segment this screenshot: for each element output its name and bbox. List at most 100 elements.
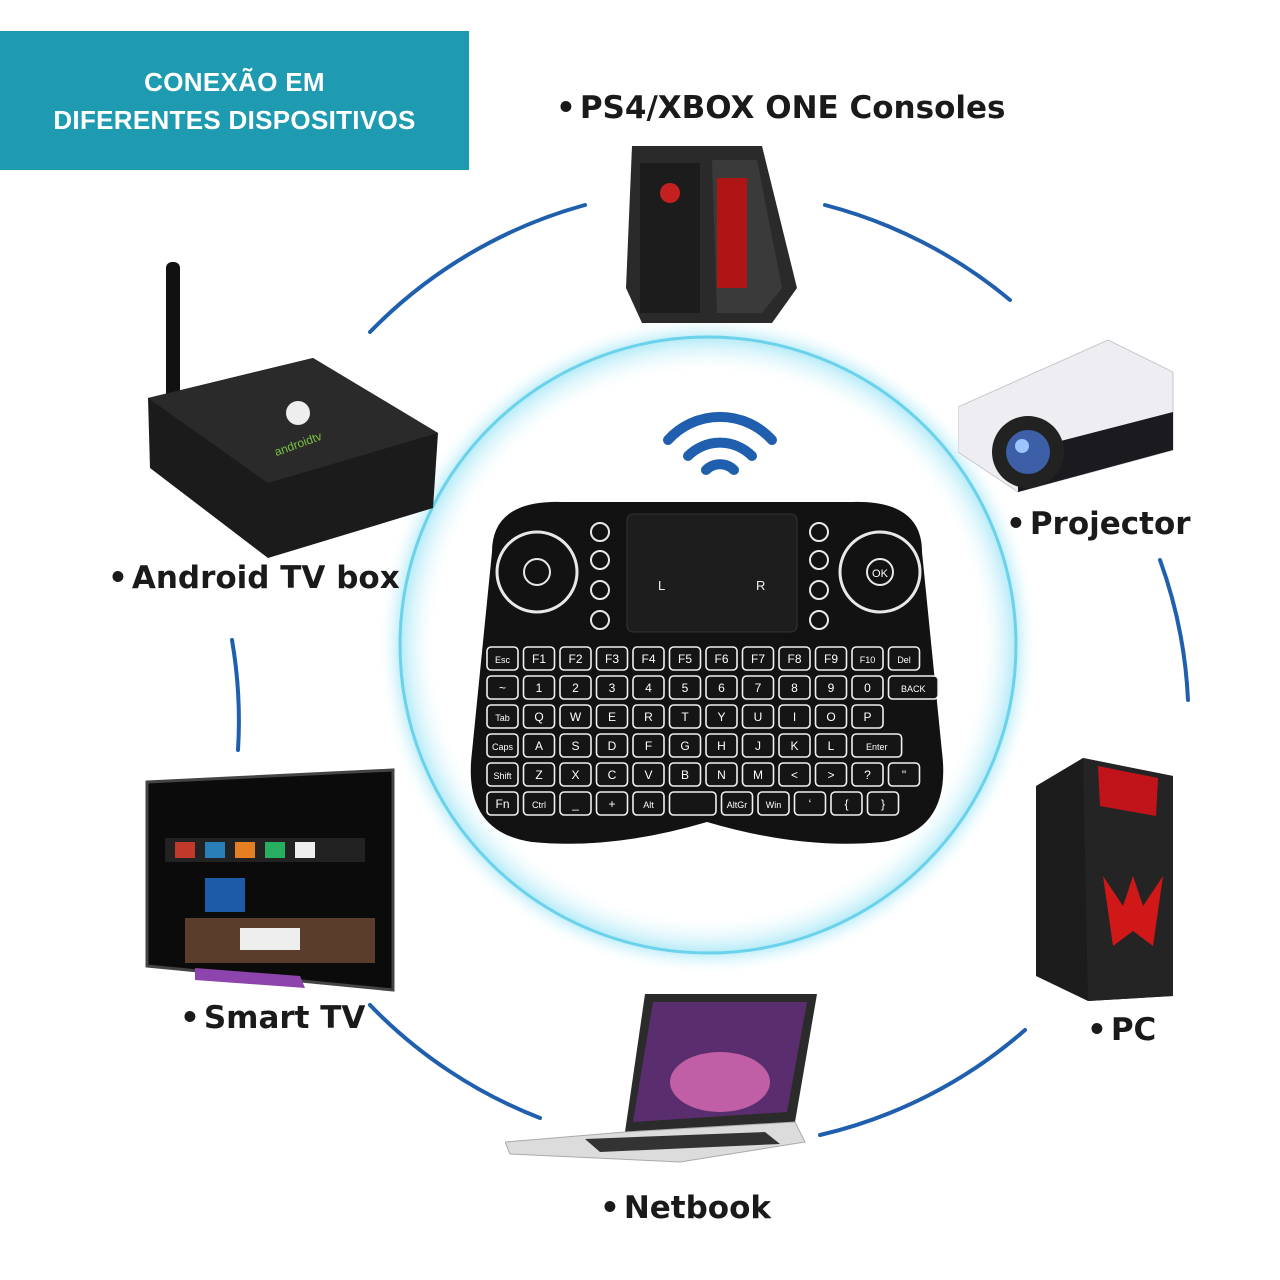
keyboard-key-label: F10	[860, 655, 876, 665]
android-tv-box-image: androidtv	[148, 262, 438, 558]
keyboard-key-label: O	[826, 710, 835, 724]
keyboard-key-label: E	[608, 710, 616, 724]
keyboard-key-label: >	[827, 768, 834, 782]
keyboard-key-label: F	[645, 739, 652, 753]
keyboard-key	[814, 675, 848, 700]
keyboard-key-label: Z	[535, 768, 542, 782]
keyboard-key-label: P	[863, 710, 871, 724]
keyboard-key-label: 9	[828, 681, 835, 695]
keyboard-key	[705, 646, 738, 671]
keyboard-key-label: 2	[572, 681, 579, 695]
keyboard-key-label: 7	[755, 681, 762, 695]
keyboard-key-label: Alt	[643, 800, 654, 810]
netbook-image	[505, 994, 817, 1163]
keyboard-key	[814, 733, 848, 758]
keyboard-key-label: H	[717, 739, 726, 753]
keyboard-key	[668, 791, 717, 816]
keyboard-key	[814, 704, 848, 729]
keyboard-key	[632, 675, 665, 700]
keyboard-key	[559, 646, 592, 671]
arc-top-right	[823, 203, 1012, 302]
outer-ring-arcs	[230, 203, 1190, 1137]
keyboard-key	[705, 733, 738, 758]
bullet: •	[1006, 506, 1026, 542]
keyboard-key-label: D	[608, 739, 617, 753]
keyboard-key-label: Fn	[495, 797, 509, 811]
keyboard-key-label: K	[790, 739, 798, 753]
keyboard-key	[522, 791, 556, 816]
label-pc: •PC	[1087, 1012, 1157, 1048]
keyboard-key	[741, 646, 775, 671]
keyboard-key-label: 4	[645, 681, 652, 695]
keyboard-key	[595, 675, 629, 700]
bullet: •	[108, 560, 128, 596]
keyboard-key	[486, 733, 519, 758]
keyboard-key	[559, 733, 592, 758]
keyboard-key-label: 5	[682, 681, 689, 695]
keyboard-key	[705, 762, 738, 787]
keyboard-key	[522, 762, 556, 787]
keyboard-key-label: F7	[751, 652, 765, 666]
keyboard-key	[595, 733, 629, 758]
keyboard-key	[522, 733, 556, 758]
keyboard-key	[705, 704, 738, 729]
keyboard-key	[887, 675, 939, 700]
keyboard-key	[486, 646, 519, 671]
keyboard-key	[632, 704, 665, 729]
keyboard-key-label: +	[608, 797, 615, 811]
keyboard-key-label: L	[828, 739, 835, 753]
keyboard-key-label: X	[571, 768, 579, 782]
keyboard-key	[486, 675, 519, 700]
keyboard-key-label: W	[570, 710, 582, 724]
keyboard-key	[522, 646, 556, 671]
smart-tv-image	[145, 768, 395, 992]
keyboard-key-label: Esc	[495, 655, 511, 665]
keyboard-key-label: R	[644, 710, 653, 724]
keyboard-key-label: ?	[864, 768, 871, 782]
keyboard-key	[486, 791, 519, 816]
keyboard-key-label: V	[644, 768, 652, 782]
keyboard-key	[632, 791, 665, 816]
keyboard-key-label: ~	[499, 681, 506, 695]
keyboard-key	[632, 646, 665, 671]
keyboard-key-label: 1	[536, 681, 543, 695]
keyboard-key-label: F8	[787, 652, 801, 666]
keyboard-key	[705, 675, 738, 700]
keyboard-key	[522, 704, 556, 729]
keyboard-key-label: F9	[824, 652, 838, 666]
keyboard-key-label: AltGr	[727, 800, 748, 810]
keyboard-key	[486, 762, 519, 787]
pc-tower-image	[1036, 758, 1173, 1001]
keyboard-key-label: F6	[714, 652, 728, 666]
keyboard-key	[741, 733, 775, 758]
keyboard-key-label: 6	[718, 681, 725, 695]
keyboard-key	[851, 733, 903, 758]
label-android-tv-box: •Android TV box	[108, 560, 400, 596]
keyboard-key-label: ‘	[809, 797, 812, 811]
keyboard-key	[668, 646, 702, 671]
keyboard-key-label: }	[881, 797, 885, 811]
keyboard-key-label: Tab	[495, 713, 510, 723]
keyboard-key-label: 3	[609, 681, 616, 695]
keyboard-key	[741, 762, 775, 787]
keyboard-key	[778, 704, 811, 729]
bullet: •	[1087, 1012, 1107, 1048]
label-smart-tv: •Smart TV	[180, 1000, 366, 1036]
keyboard-key-label: M	[753, 768, 763, 782]
keyboard-key	[778, 675, 811, 700]
bullet: •	[180, 1000, 200, 1036]
keyboard-key	[668, 704, 702, 729]
keyboard-key	[830, 791, 863, 816]
arc-bottom-left	[368, 1003, 542, 1120]
keyboard-key-label: 0	[864, 681, 871, 695]
keyboard-key-label: T	[681, 710, 689, 724]
keyboard-key-label: S	[571, 739, 579, 753]
keyboard-key	[595, 791, 629, 816]
keyboard-key-label: A	[535, 739, 543, 753]
keyboard-key-label: Q	[534, 710, 543, 724]
bullet: •	[556, 90, 576, 126]
wifi-icon	[663, 411, 777, 475]
keyboard-key	[595, 646, 629, 671]
touchpad-left-label: L	[658, 578, 665, 593]
